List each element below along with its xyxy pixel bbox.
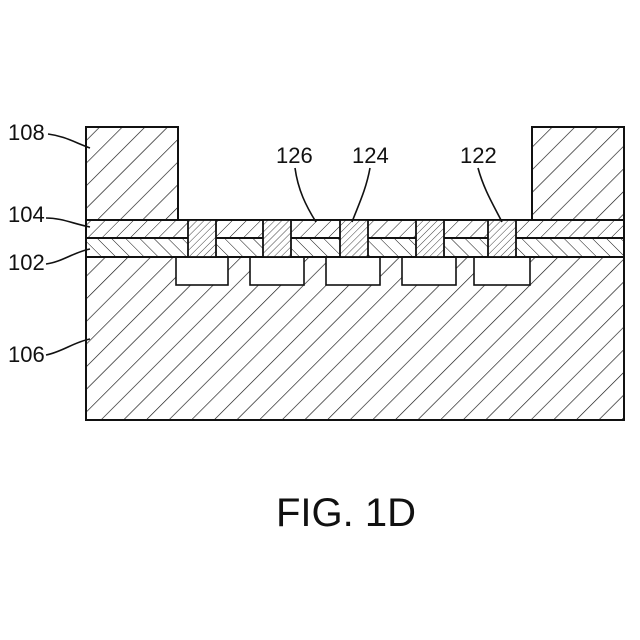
via-plug-4-fill bbox=[416, 220, 444, 257]
leader-126 bbox=[295, 168, 316, 222]
label-108: 108 bbox=[8, 120, 45, 145]
leader-104 bbox=[46, 218, 90, 227]
leader-124 bbox=[352, 168, 370, 222]
leader-106 bbox=[46, 339, 90, 355]
leader-108 bbox=[48, 134, 90, 148]
recess-2 bbox=[250, 257, 304, 285]
via-plug-3-fill bbox=[340, 220, 368, 257]
label-106: 106 bbox=[8, 342, 45, 367]
recess-4 bbox=[402, 257, 456, 285]
block-108-left bbox=[86, 127, 178, 220]
label-124: 124 bbox=[352, 143, 389, 168]
label-104: 104 bbox=[8, 202, 45, 227]
recess-3 bbox=[326, 257, 380, 285]
label-122: 122 bbox=[460, 143, 497, 168]
leader-102 bbox=[46, 249, 90, 264]
via-plug-5-fill bbox=[488, 220, 516, 257]
via-plug-1-fill bbox=[188, 220, 216, 257]
label-102: 102 bbox=[8, 250, 45, 275]
recess-5 bbox=[474, 257, 530, 285]
via-plug-2-fill bbox=[263, 220, 291, 257]
figure-caption: FIG. 1D bbox=[276, 491, 416, 535]
leader-122 bbox=[478, 168, 502, 222]
block-108-right bbox=[532, 127, 624, 220]
recess-1 bbox=[176, 257, 228, 285]
label-126: 126 bbox=[276, 143, 313, 168]
